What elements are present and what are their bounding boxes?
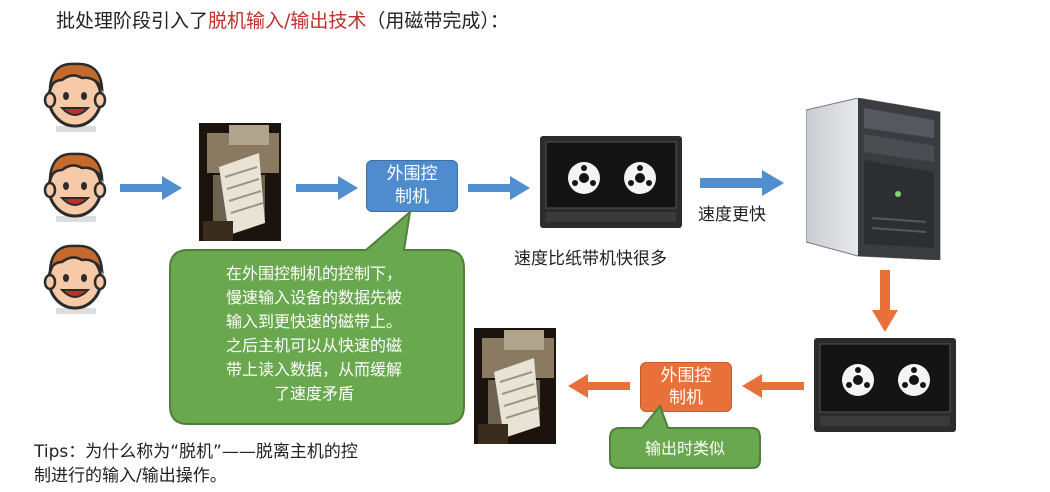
user-face-icon [43, 244, 107, 314]
output-note-bubble [609, 404, 761, 469]
flow-arrow-1 [120, 176, 182, 200]
explanation-bubble [169, 210, 465, 425]
title-suffix: （用磁带完成）： [366, 10, 509, 32]
flow-arrow-down [872, 270, 898, 332]
explanation-line-5: 带上读入数据，从而缓解 [225, 360, 402, 379]
page-title: 批处理阶段引入了脱机输入/输出技术（用磁带完成）： [56, 6, 509, 33]
explanation-line-1: 在外围控制机的控制下， [225, 264, 402, 283]
explanation-line-2: 慢速输入设备的数据先被 [225, 288, 402, 307]
output-controller-line1: 外围控 [660, 366, 712, 386]
speed-faster-label: 速度更快 [698, 205, 766, 225]
tape-speed-label: 速度比纸带机快很多 [514, 249, 667, 269]
flow-arrow-4 [700, 170, 784, 196]
explanation-line-4: 之后主机可以从快速的磁 [225, 336, 402, 355]
flow-arrow-back-2 [568, 374, 630, 398]
paper-tape-machine-icon [199, 123, 281, 241]
explanation-text: 在外围控制机的控制下， 慢速输入设备的数据先被 输入到更快速的磁带上。 之后主机… [178, 262, 450, 406]
explanation-line-3: 输入到更快速的磁带上。 [225, 312, 402, 331]
flow-arrow-back-1 [742, 374, 804, 398]
explanation-line-6: 了速度矛盾 [273, 384, 354, 403]
paper-tape-machine-icon [474, 328, 556, 444]
tips-text: Tips：为什么称为“脱机”——脱离主机的控 制进行的输入/输出操作。 [34, 440, 454, 488]
input-controller-line2: 制机 [395, 187, 429, 207]
output-controller-line2: 制机 [669, 388, 703, 408]
tips-line-1: Tips：为什么称为“脱机”——脱离主机的控 [34, 442, 358, 462]
title-prefix: 批处理阶段引入了 [56, 10, 209, 32]
server-tower-icon [806, 98, 941, 260]
input-controller-line1: 外围控 [386, 164, 438, 184]
user-face-icon [43, 62, 107, 132]
magnetic-tape-icon [540, 136, 682, 228]
input-controller-box: 外围控 制机 [366, 160, 458, 212]
output-note-text: 输出时类似 [644, 439, 725, 458]
flow-arrow-3 [468, 176, 530, 200]
title-highlight: 脱机输入/输出技术 [208, 10, 367, 32]
flow-arrow-2 [296, 176, 358, 200]
tips-line-2: 制进行的输入/输出操作。 [34, 466, 227, 486]
output-controller-box: 外围控 制机 [640, 362, 732, 412]
magnetic-tape-icon [814, 338, 956, 432]
user-face-icon [43, 152, 107, 222]
